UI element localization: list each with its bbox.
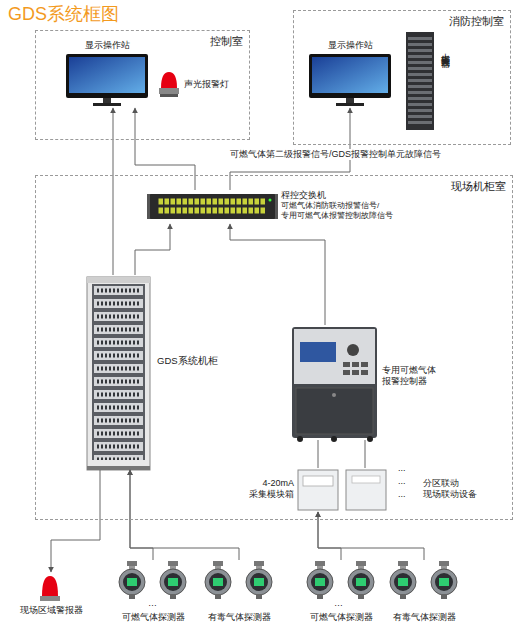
controller-icon xyxy=(292,327,377,442)
lamp-node: 声光报警灯 xyxy=(158,68,243,103)
room-box: 消防控制室显示操作站火灾报警控制器 xyxy=(293,10,511,145)
ellipsis-label: … xyxy=(148,598,157,609)
node-label: 专用可燃气体 报警控制器 xyxy=(382,365,440,388)
room-box: 现场机柜室程控交换机可燃气体消防联动报警信号/ 专用可燃气体报警控制故障信号 GD… xyxy=(35,175,513,520)
diagram-title: GDS系统框图 xyxy=(8,2,119,26)
monitor-node: 显示操作站 xyxy=(62,40,152,108)
module-box-icon xyxy=(298,470,338,510)
signal-label: 可燃气体第二级报警信号/GDS报警控制单元故障信号 xyxy=(228,149,443,160)
node-label: 消防控制室 xyxy=(449,15,504,28)
fire-cabinet-icon xyxy=(406,32,434,130)
monitor-node: 显示操作站 xyxy=(305,40,395,108)
signal-connector xyxy=(130,470,239,560)
ellipsis-label: ... xyxy=(398,463,406,474)
detector-node: 有毒气体探测器 xyxy=(383,560,465,626)
switch-icon xyxy=(147,194,278,219)
detector-node: 有毒气体探测器 xyxy=(198,560,280,626)
signal-connector xyxy=(51,470,100,572)
monitor-icon xyxy=(309,54,391,106)
cabinet-node: GDS系统机柜 xyxy=(85,275,215,470)
node-label: 有毒气体探测器 xyxy=(383,612,465,623)
node-label: 可燃气体探测器 xyxy=(300,612,382,623)
signal-connector xyxy=(135,108,195,190)
siren-icon xyxy=(40,576,60,601)
linkage-box-icon xyxy=(346,470,386,510)
node-label: 声光报警灯 xyxy=(184,79,229,90)
monitor-icon xyxy=(66,54,148,106)
signal-connector xyxy=(113,108,114,275)
node-label: 控制室 xyxy=(210,35,243,48)
node-label: 显示操作站 xyxy=(305,40,395,51)
room-box: 控制室 显示操作站声光报警灯 xyxy=(35,30,250,140)
fire-controller-node: 火灾报警控制器 xyxy=(405,30,455,132)
signal-connector xyxy=(318,440,319,468)
node-label: GDS系统机柜 xyxy=(157,355,218,367)
ellipsis-label: ... xyxy=(398,489,406,500)
node-label: 分区联动 现场联动设备 xyxy=(423,478,503,501)
signal-connector xyxy=(130,470,153,560)
node-label: 有毒气体探测器 xyxy=(198,612,280,623)
node-label: 4-20mA 采集模块箱 xyxy=(242,478,294,501)
node-label: 可燃气体消防联动报警信号/ 专用可燃气体报警控制故障信号 xyxy=(281,201,431,221)
detector-icons xyxy=(119,561,457,599)
controller-node: 专用可燃气体 报警控制器 xyxy=(290,325,440,440)
node-label: 火灾报警控制器 xyxy=(440,46,451,53)
ellipsis-label: ... xyxy=(398,476,406,487)
signal-connector xyxy=(230,224,325,325)
ellipsis-label: … xyxy=(334,598,343,609)
siren-node: 现场区域警报器 xyxy=(5,572,97,617)
node-label: 现场机柜室 xyxy=(451,180,506,193)
detector-node: 可燃气体探测器 xyxy=(112,560,194,626)
module-node: 4-20mA 采集模块箱 xyxy=(242,468,339,512)
switch-node: 程控交换机可燃气体消防联动报警信号/ 专用可燃气体报警控制故障信号 xyxy=(150,190,435,224)
node-label: 现场区域警报器 xyxy=(5,605,97,616)
gds-cabinet-icon xyxy=(87,277,150,470)
node-label: 显示操作站 xyxy=(62,40,152,51)
linkage-node: 分区联动 现场联动设备 xyxy=(345,468,505,512)
node-label: 程控交换机 xyxy=(281,190,326,201)
alarm-lamp-icon xyxy=(159,72,179,97)
signal-connector xyxy=(365,440,366,468)
signal-connector xyxy=(135,224,170,275)
node-label: 可燃气体探测器 xyxy=(112,612,194,623)
detector-node: 可燃气体探测器 xyxy=(300,560,382,626)
